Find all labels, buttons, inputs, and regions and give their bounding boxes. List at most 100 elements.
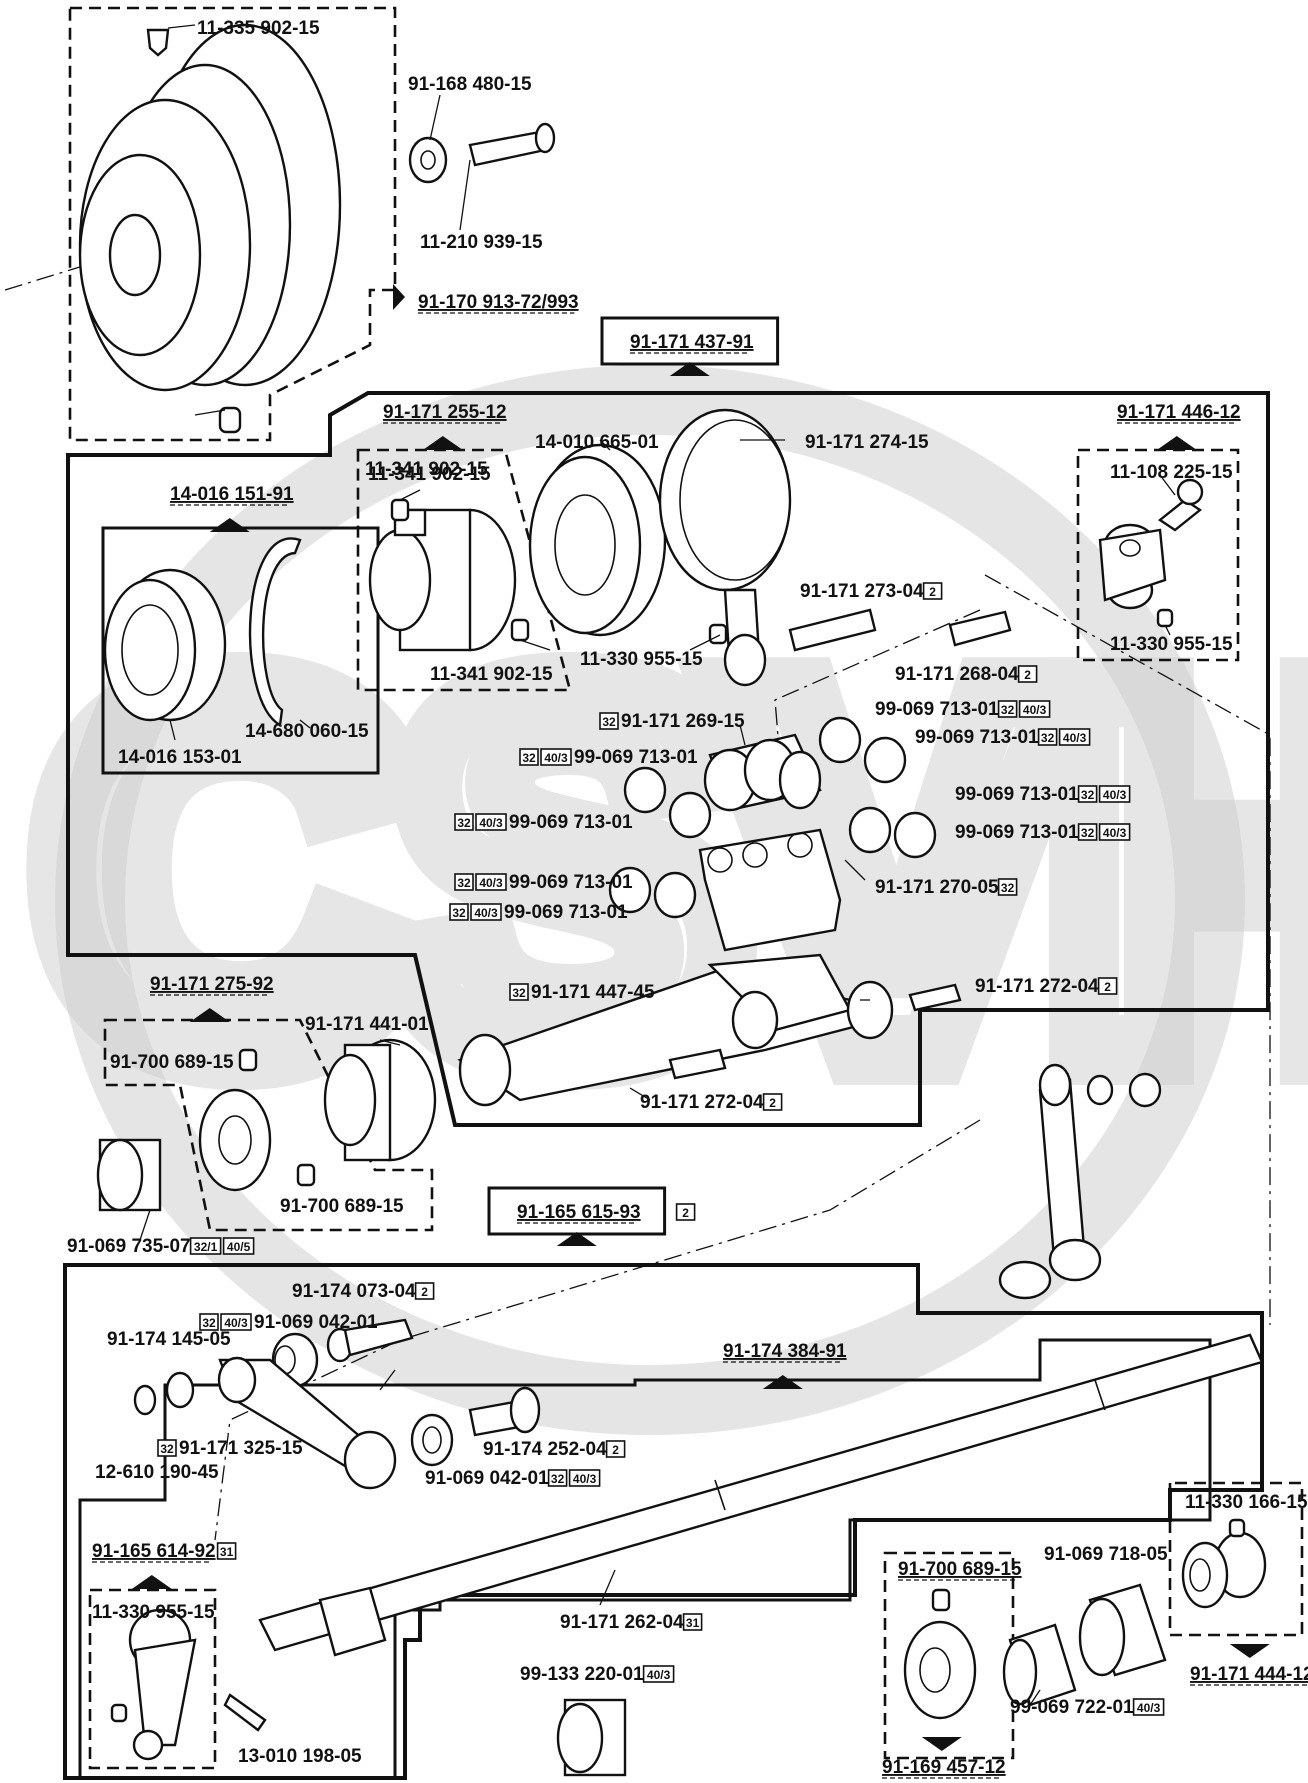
part-callout: 91-171 274-15 [805, 432, 929, 453]
badge: 2 [605, 1440, 626, 1458]
svg-text:2: 2 [421, 1285, 428, 1299]
part-callout: 11-330 955-15 [1110, 634, 1233, 655]
badge: 32 [1077, 785, 1098, 803]
bearing-735 [96, 1138, 162, 1212]
svg-text:40/3: 40/3 [1103, 826, 1127, 840]
part-number-label: 14-680 060-15 [245, 721, 369, 742]
badge: 32 [997, 878, 1018, 896]
part-number-label: 99-069 722-01 [1010, 1697, 1134, 1718]
part-number-label: 91-069 718-05 [1044, 1544, 1168, 1565]
part-number-label: 91-171 325-15 [179, 1438, 303, 1459]
svg-text:40/3: 40/3 [1063, 731, 1087, 745]
set-screw-444 [1228, 1518, 1246, 1538]
part-number-label: 99-133 220-01 [520, 1664, 644, 1685]
part-callout: 91-700 689-15 [280, 1196, 404, 1217]
svg-text:32: 32 [457, 876, 471, 890]
svg-text:40/3: 40/3 [573, 1472, 597, 1486]
group-91-174-384: 91-174 384-91 [723, 1341, 847, 1389]
svg-text:2: 2 [769, 1096, 776, 1110]
svg-text:32: 32 [522, 751, 536, 765]
badge: 2 [762, 1093, 783, 1111]
badge: 32 [599, 712, 619, 730]
group-label: 91-165 614-92 [92, 1541, 216, 1562]
part-number-label: 91-700 689-15 [280, 1196, 404, 1217]
stud-073 [326, 1318, 414, 1363]
group-arrow-icon [189, 1008, 230, 1022]
part-number-label: 11-335 902-15 [197, 18, 320, 39]
part-number-label: 99-069 713-01 [875, 699, 999, 720]
group-arrow-icon [921, 1737, 962, 1751]
end-cap-444 [1181, 1531, 1267, 1609]
svg-text:32: 32 [1001, 703, 1015, 717]
part-number-label: 99-069 713-01 [509, 872, 633, 893]
part-number-label: 91-171 272-04 [975, 976, 1099, 997]
badge: 40/3 [1098, 785, 1131, 803]
badge: 32 [997, 700, 1018, 718]
part-number-label: 99-069 713-01 [509, 812, 633, 833]
clamp [1098, 523, 1167, 610]
group-arrow-icon [422, 436, 463, 450]
part-callout: 91-700 689-15 [110, 1052, 234, 1073]
svg-text:32: 32 [1001, 881, 1015, 895]
set-screw-ring [708, 623, 728, 645]
boundary-end-cap [1168, 1481, 1304, 1637]
badge: 2 [675, 1203, 696, 1221]
part-number-label: 91-171 268-04 [895, 664, 1019, 685]
group-label: 91-700 689-15 [898, 1559, 1022, 1580]
svg-text:40/3: 40/3 [1023, 703, 1047, 717]
svg-text:2: 2 [929, 585, 936, 599]
pin-273 [788, 608, 877, 652]
collar-keyed [368, 508, 517, 652]
part-number-label: 91-168 480-15 [408, 74, 532, 95]
badge: 40/3 [568, 1469, 601, 1487]
needle-bearings [608, 716, 937, 919]
part-callout: 91-168 480-15 [408, 74, 532, 95]
part-callout: 11-330 955-15 [92, 1602, 215, 1623]
group-arrow-icon [1229, 1644, 1270, 1658]
svg-text:32: 32 [602, 715, 616, 729]
bearing-042-bottom [410, 1413, 454, 1467]
group-arrow-icon [393, 284, 405, 310]
retaining-ring-190 [133, 1384, 157, 1416]
group-arrow-icon [131, 1575, 172, 1589]
boundary-main-upper [66, 391, 1270, 1127]
badge: 32 [1037, 728, 1058, 746]
badge: 2 [1017, 665, 1038, 683]
block-270 [698, 828, 842, 952]
part-callout: 13-010 198-05 [238, 1746, 362, 1767]
badge: 32 [1077, 823, 1098, 841]
part-number-label: 99-069 713-01 [504, 902, 628, 923]
part-number-label: 91-174 145-05 [107, 1329, 231, 1350]
stud-252 [468, 1386, 541, 1437]
washer-145 [165, 1371, 195, 1409]
badge: 2 [1097, 977, 1118, 995]
badge: 40/5 [222, 1237, 255, 1255]
part-number-label: 91-171 273-04 [800, 581, 924, 602]
centerline-link [214, 1119, 981, 1541]
badge: 32/1 [189, 1237, 222, 1255]
group-arrow-icon [209, 518, 250, 532]
set-screw-275-b [296, 1163, 316, 1187]
part-number-label: 14-010 665-01 [535, 432, 659, 453]
badge: 40/3 [1058, 728, 1091, 746]
pulley [78, 23, 342, 392]
part-number-label: 11-330 955-15 [92, 1602, 215, 1623]
part-number-label: 91-171 270-05 [875, 877, 999, 898]
shaft-262 [258, 1333, 1264, 1657]
part-number-label: 14-016 153-01 [118, 747, 242, 768]
set-screw-614 [110, 1703, 128, 1723]
svg-text:32: 32 [1041, 731, 1055, 745]
collar-275 [198, 1088, 272, 1192]
set-screw-275-a [238, 1048, 258, 1072]
part-number-label: 91-069 042-01 [254, 1312, 378, 1333]
badge: 31 [682, 1613, 703, 1631]
pin-268 [948, 610, 1012, 647]
part-number-label: 99-069 713-01 [915, 727, 1039, 748]
